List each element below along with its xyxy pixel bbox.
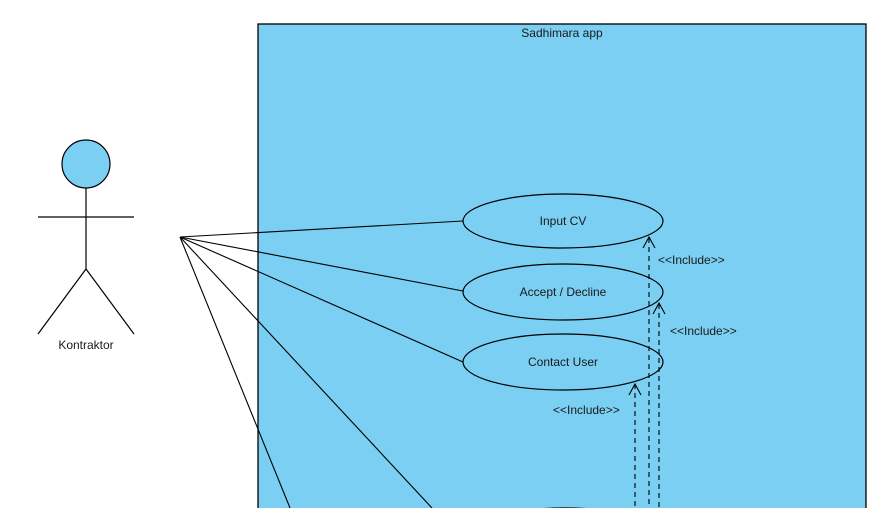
use-case-label: Input CV [540, 214, 587, 228]
use-case-accept-decline[interactable]: Accept / Decline [462, 263, 664, 321]
use-case-contact-user[interactable]: Contact User [462, 333, 664, 391]
include-arrowhead-icon [628, 382, 642, 396]
include-label-input-cv: <<Include>> [658, 253, 725, 267]
include-label-contact-user: <<Include>> [553, 403, 620, 417]
actor-right-leg [85, 268, 135, 335]
actor-kontraktor[interactable] [37, 139, 135, 335]
association-offscreen-1[interactable] [179, 236, 433, 508]
include-arrowhead-icon [652, 301, 666, 315]
association-offscreen-2[interactable] [179, 236, 291, 508]
actor-name: Kontraktor [58, 338, 113, 352]
use-case-label: Accept / Decline [520, 285, 607, 299]
use-case-label: Contact User [528, 355, 598, 369]
actor-head [61, 139, 111, 189]
association-accept-decline[interactable] [179, 236, 464, 292]
system-title: Sadhimara app [521, 26, 603, 40]
association-input-cv[interactable] [179, 220, 464, 238]
include-arrowhead-icon [642, 235, 656, 249]
use-case-input-cv[interactable]: Input CV [462, 193, 664, 249]
actor-left-leg [37, 268, 87, 335]
association-contact-user[interactable] [179, 236, 464, 363]
include-label-accept-decline: <<Include>> [670, 324, 737, 338]
